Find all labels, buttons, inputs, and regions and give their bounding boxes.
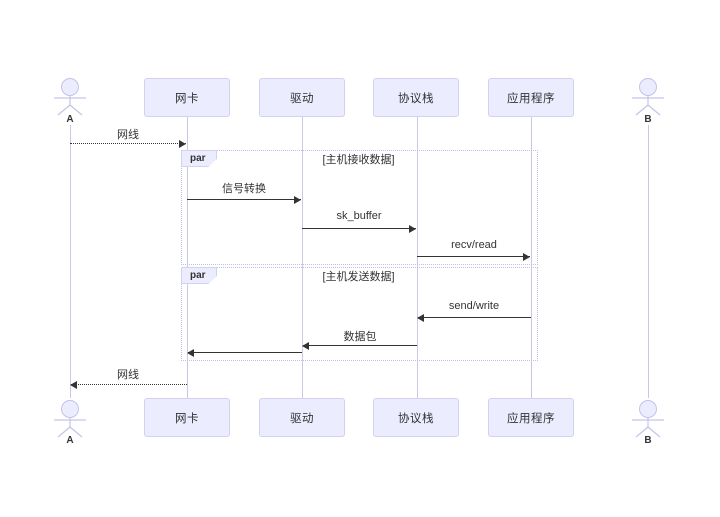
message-data-packet-label: 数据包 — [343, 331, 377, 343]
message-signal-conversion-line — [187, 199, 301, 200]
actor-b-label-bottom: B — [644, 435, 652, 446]
par-frame-receive-title: [主机接收数据] — [322, 154, 395, 166]
participant-bottom-nic: 网卡 — [144, 398, 230, 437]
actor-a-label-top: A — [66, 114, 74, 125]
actor-a-figure-bottom — [54, 400, 86, 438]
par-frame-receive — [181, 150, 538, 265]
message-send-write-line — [418, 317, 531, 318]
message-sk-buffer-arrowhead — [409, 225, 416, 233]
message-recv-read-arrowhead — [523, 253, 530, 261]
message-recv-read-line — [417, 256, 530, 257]
lifeline-application — [530, 117, 532, 398]
message-network-cable-in-line — [70, 143, 186, 144]
message-network-cable-in-label: 网线 — [117, 129, 139, 141]
lifeline-nic — [186, 117, 188, 398]
par-frame-send-title: [主机发送数据] — [322, 271, 395, 283]
actor-b-figure-bottom — [632, 400, 664, 438]
actor-a-figure-top — [54, 78, 86, 116]
message-network-cable-out-line — [71, 384, 187, 385]
lifeline-actor-b — [647, 125, 649, 398]
participant-bottom-driver: 驱动 — [259, 398, 345, 437]
lifeline-protocol-stack — [416, 117, 418, 398]
actor-a-label-bottom: A — [66, 435, 74, 446]
actor-b-label-top: B — [644, 114, 652, 125]
message-network-cable-out-label: 网线 — [117, 369, 139, 381]
message-send-write-arrowhead — [417, 314, 424, 322]
message-signal-conversion-label: 信号转换 — [222, 183, 266, 195]
lifeline-driver — [301, 117, 303, 398]
message-send-write-label: send/write — [448, 300, 500, 312]
message-driver-to-nic-line — [188, 352, 302, 353]
message-data-packet-line — [303, 345, 417, 346]
message-data-packet-arrowhead — [302, 342, 309, 350]
participant-top-application: 应用程序 — [488, 78, 574, 117]
participant-bottom-protocol-stack: 协议栈 — [373, 398, 459, 437]
par-frame-send-keyword: par — [181, 267, 217, 284]
participant-bottom-application: 应用程序 — [488, 398, 574, 437]
message-sk-buffer-label: sk_buffer — [336, 210, 382, 222]
message-signal-conversion-arrowhead — [294, 196, 301, 204]
participant-top-driver: 驱动 — [259, 78, 345, 117]
lifeline-actor-a — [69, 125, 71, 398]
message-recv-read-label: recv/read — [451, 239, 497, 251]
par-frame-send — [181, 267, 538, 361]
actor-b-figure-top — [632, 78, 664, 116]
par-frame-receive-keyword: par — [181, 150, 217, 167]
message-driver-to-nic-arrowhead — [187, 349, 194, 357]
message-network-cable-in-arrowhead — [179, 140, 186, 148]
message-sk-buffer-line — [302, 228, 416, 229]
participant-top-protocol-stack: 协议栈 — [373, 78, 459, 117]
message-network-cable-out-arrowhead — [70, 381, 77, 389]
participant-top-nic: 网卡 — [144, 78, 230, 117]
